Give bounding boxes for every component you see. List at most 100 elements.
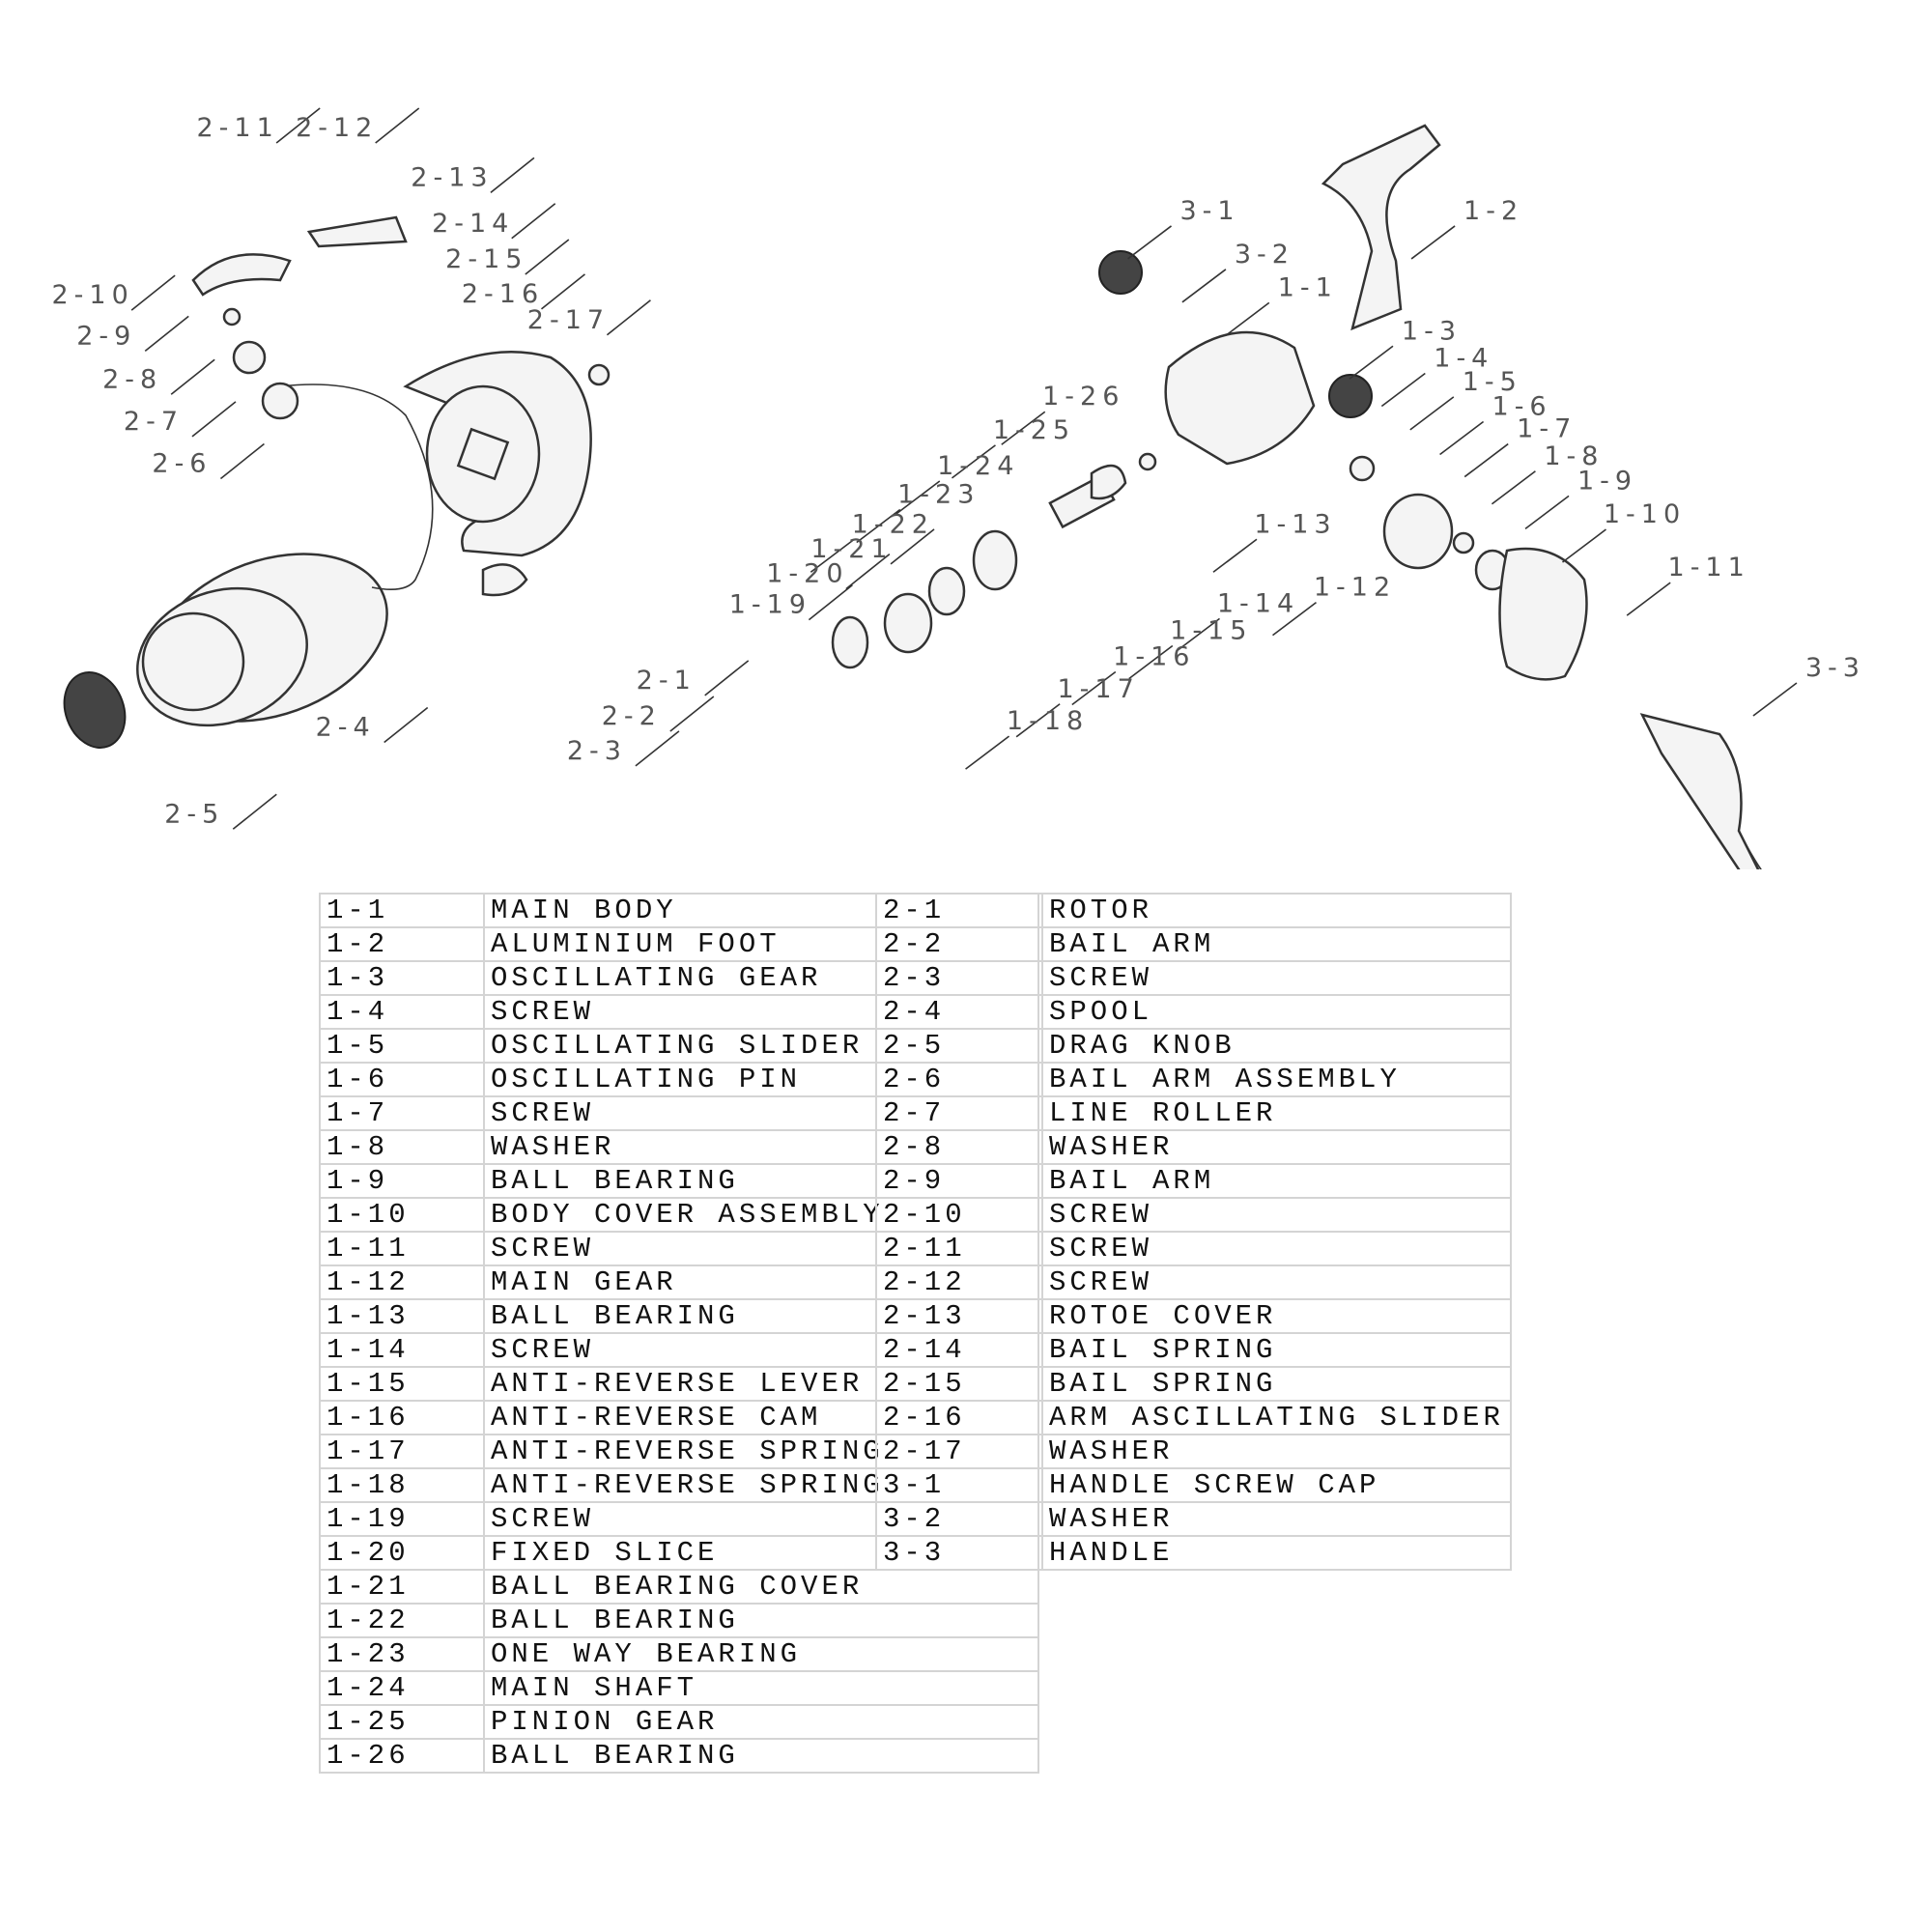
callout-label: 2-7 [124,407,184,437]
part-name: BAIL SPRING [1041,1332,1512,1368]
part-name: HANDLE SCREW CAP [1041,1467,1512,1503]
part-number: 2-2 [875,926,1043,962]
callout-label: 1-26 [1042,382,1124,412]
part-name: HANDLE [1041,1535,1512,1571]
leader-line [1409,396,1455,431]
leader-line [1752,682,1798,717]
callout-label: 2-17 [527,305,610,335]
part-name: SCREW [1041,1264,1512,1300]
part-number: 2-6 [875,1062,1043,1097]
callout-label: 1-13 [1254,509,1336,539]
part-name: BALL BEARING [483,1603,1039,1638]
leader-line [1272,602,1317,637]
callout-label: 2-10 [52,280,134,310]
leader-line [856,508,901,544]
part-number: 1-19 [319,1501,485,1537]
callout-label: 1-9 [1577,466,1637,496]
part-number: 2-12 [875,1264,1043,1300]
callout-label: 1-12 [1314,573,1396,603]
leader-line [606,299,651,336]
part-number: 2-10 [875,1197,1043,1233]
part-number: 2-11 [875,1231,1043,1266]
leader-line [810,538,855,573]
callout-label: 2-16 [462,279,544,309]
part-number: 1-10 [319,1197,485,1233]
callout-label: 1-4 [1434,343,1493,373]
part-name: ARM ASCILLATING SLIDER [1041,1400,1512,1435]
callout-label: 1-6 [1492,391,1552,421]
leader-line [951,444,996,479]
leader-line [144,315,189,353]
part-number: 2-16 [875,1400,1043,1435]
part-number: 3-1 [875,1467,1043,1503]
leader-line [191,401,237,438]
leader-line [384,706,429,744]
callout-label: 2-11 [197,113,279,143]
part-number: 1-26 [319,1738,485,1774]
part-number: 1-2 [319,926,485,962]
part-number: 1-5 [319,1028,485,1064]
part-name: MAIN SHAFT [483,1670,1039,1706]
callout-label: 1-16 [1113,641,1195,671]
leader-line [1071,670,1117,706]
leader-line [1626,582,1671,616]
leader-line [232,793,277,830]
part-name: WASHER [1041,1434,1512,1469]
part-number: 1-1 [319,893,485,928]
part-name: BALL BEARING COVER [483,1569,1039,1605]
part-number: 1-25 [319,1704,485,1740]
leader-line [1410,225,1456,260]
callout-label: 1-24 [937,451,1019,481]
callout-label: 1-19 [729,590,811,620]
leader-lines [130,107,1798,830]
callout-label: 1-22 [852,509,934,539]
callout-label: 1-20 [766,559,848,589]
callout-label: 3-1 [1179,196,1239,226]
leader-line [890,528,935,565]
part-number: 2-9 [875,1163,1043,1199]
callout-label: 2-1 [637,666,696,696]
leader-line [170,358,215,395]
part-name: BAIL ARM [1041,926,1512,962]
part-name: SPOOL [1041,994,1512,1030]
part-number: 1-12 [319,1264,485,1300]
part-name: DRAG KNOB [1041,1028,1512,1064]
leader-line [1128,644,1174,680]
part-number: 2-8 [875,1129,1043,1165]
part-number: 1-22 [319,1603,485,1638]
handle-cap-shape [1098,250,1143,295]
leader-line [1212,538,1258,573]
main-body-shape [1164,330,1316,466]
callout-label: 2-8 [102,364,162,394]
part-number: 2-1 [875,893,1043,928]
part-number: 1-9 [319,1163,485,1199]
part-name: LINE ROLLER [1041,1095,1512,1131]
part-number: 1-24 [319,1670,485,1706]
leader-line [669,696,715,732]
leader-line [1491,470,1536,505]
main-gear-shape [1382,493,1454,570]
part-name: BAIL ARM [1041,1163,1512,1199]
callout-label: 1-5 [1463,367,1522,397]
part-name: WASHER [1041,1501,1512,1537]
leader-line [845,553,891,590]
part-name: SCREW [1041,1197,1512,1233]
callout-label: 2-14 [432,209,514,239]
leader-line [1463,442,1509,478]
part-number: 1-13 [319,1298,485,1334]
part-number: 2-7 [875,1095,1043,1131]
